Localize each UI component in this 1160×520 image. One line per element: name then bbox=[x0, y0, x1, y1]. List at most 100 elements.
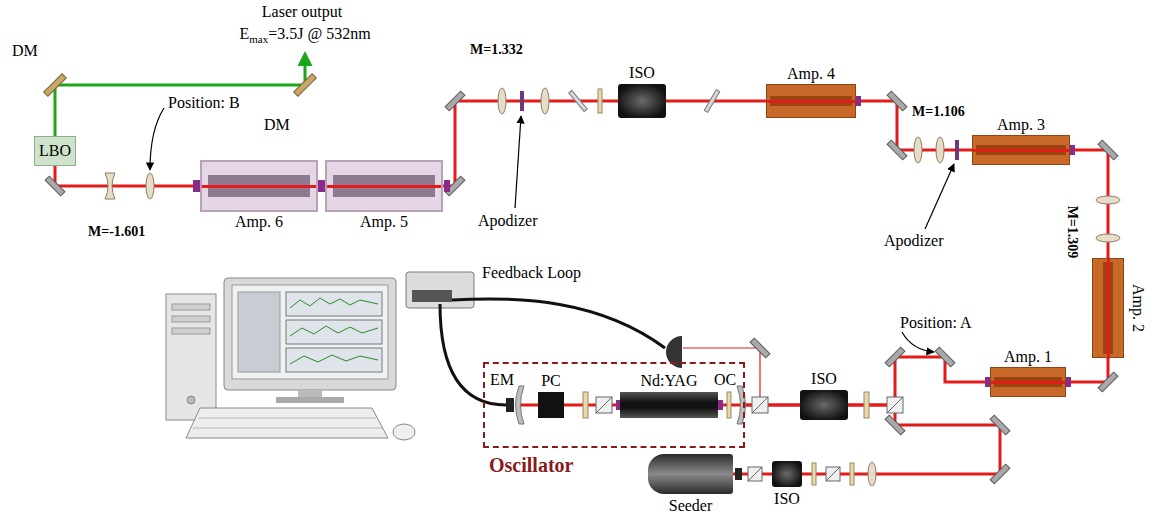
drive-slot bbox=[172, 304, 210, 310]
lens bbox=[541, 88, 549, 114]
drive-slot bbox=[172, 328, 210, 334]
pointer-arrow bbox=[902, 332, 934, 352]
waveplate bbox=[812, 463, 816, 485]
seed-laser: Seeder bbox=[648, 454, 733, 494]
screen bbox=[232, 285, 388, 379]
beam-path bbox=[202, 185, 316, 188]
lbo-crystal: LBO bbox=[34, 136, 76, 166]
rod-cap bbox=[856, 96, 861, 106]
polarizer-cube bbox=[748, 467, 762, 481]
lens bbox=[146, 173, 154, 199]
mirror bbox=[750, 338, 770, 358]
pockels-cell: PC bbox=[538, 392, 564, 418]
control-cable bbox=[440, 304, 506, 405]
keyboard-row bbox=[193, 428, 382, 429]
dichroic-mirror bbox=[44, 74, 67, 97]
mirror bbox=[935, 347, 955, 367]
component-label: Apodizer bbox=[884, 232, 944, 250]
polarizer-cube bbox=[752, 397, 768, 413]
component-label: Apodizer bbox=[478, 212, 538, 230]
isolator: ISO bbox=[800, 390, 848, 420]
amplifier-module: Amp. 3 bbox=[972, 135, 1070, 165]
rod-cap bbox=[444, 180, 450, 192]
mirror bbox=[1098, 140, 1118, 160]
isolator: ISO bbox=[772, 461, 802, 487]
rod-cap bbox=[193, 180, 200, 192]
laser-beam bbox=[856, 101, 972, 150]
monitor bbox=[224, 278, 396, 390]
laser-rod: Nd:YAG bbox=[620, 392, 718, 418]
mirror-label: EM bbox=[490, 371, 514, 389]
mirror bbox=[990, 415, 1010, 435]
tilted-plate bbox=[704, 90, 719, 113]
energy-symbol: E bbox=[239, 25, 249, 42]
pointer-arrow bbox=[925, 164, 954, 229]
polarizer-cube bbox=[826, 467, 840, 481]
beam-path bbox=[973, 149, 1069, 152]
keyboard bbox=[186, 408, 388, 438]
amplifier-module: Amp. 6 bbox=[200, 160, 318, 212]
polarizer-cube bbox=[887, 397, 903, 413]
waveplate bbox=[583, 392, 588, 418]
polarizer-cube bbox=[752, 397, 768, 413]
component-label: Nd:YAG bbox=[641, 372, 698, 390]
polarizer-cube bbox=[887, 397, 903, 413]
apodizer bbox=[520, 91, 524, 111]
beam-path bbox=[1107, 259, 1110, 357]
mirror bbox=[887, 140, 907, 160]
pointer-arrow bbox=[515, 116, 521, 208]
waveplate bbox=[864, 392, 869, 418]
screen-trace bbox=[290, 355, 378, 364]
output-label: Laser output bbox=[262, 3, 342, 21]
group-heading: Oscillator bbox=[489, 454, 573, 476]
mirror bbox=[885, 347, 905, 367]
loop-label: Feedback Loop bbox=[482, 264, 581, 282]
fiber-port bbox=[735, 468, 742, 480]
laser-beam bbox=[443, 101, 618, 186]
laser-beam bbox=[55, 166, 200, 186]
mirror bbox=[45, 176, 65, 196]
screen-trace bbox=[290, 326, 378, 336]
magnification-label: M=1.309 bbox=[1064, 206, 1080, 259]
energy-subscript: max bbox=[249, 33, 268, 45]
keyboard-row bbox=[198, 418, 376, 419]
rod-cap bbox=[1066, 377, 1071, 387]
rod-cap bbox=[1070, 145, 1075, 155]
mirror bbox=[445, 91, 465, 111]
amplifier-module: Amp. 2 bbox=[1092, 258, 1124, 358]
energy-value: =3.5J @ 532nm bbox=[268, 25, 370, 42]
mirror bbox=[990, 464, 1010, 484]
waveplate bbox=[850, 463, 854, 485]
computer-tower bbox=[166, 294, 216, 420]
screen-graph bbox=[286, 292, 382, 316]
waveplate bbox=[598, 89, 602, 113]
amplifier-module: Amp. 4 bbox=[766, 84, 856, 118]
pointer-arrow bbox=[150, 108, 164, 170]
signal-cable bbox=[452, 299, 665, 348]
power-button bbox=[187, 396, 195, 404]
mirror bbox=[885, 415, 905, 435]
crystal-label: LBO bbox=[39, 142, 71, 160]
polarizer-cube bbox=[596, 397, 612, 413]
polarizer-cube bbox=[596, 397, 612, 413]
magnification-label: M=-1.601 bbox=[88, 224, 145, 240]
component-label: PC bbox=[541, 372, 561, 390]
amplifier-label: Amp. 4 bbox=[787, 65, 835, 83]
position-label: Position: A bbox=[900, 314, 972, 332]
screen-graph bbox=[286, 348, 382, 372]
screen-trace bbox=[290, 298, 378, 308]
drive-slot bbox=[172, 316, 210, 322]
amplifier-label: Amp. 3 bbox=[997, 116, 1045, 134]
amplifier-module: Amp. 1 bbox=[990, 367, 1066, 397]
mirror-label: DM bbox=[12, 42, 38, 60]
controller-box bbox=[406, 272, 474, 308]
component-label: ISO bbox=[811, 370, 837, 388]
amplifier-label: Amp. 5 bbox=[360, 213, 408, 231]
beam-path bbox=[327, 185, 441, 188]
component-label: Seeder bbox=[669, 497, 713, 515]
controller-panel bbox=[412, 290, 452, 302]
negative-lens bbox=[105, 173, 115, 199]
amplifier-module: Amp. 5 bbox=[325, 160, 443, 212]
lens bbox=[1096, 234, 1120, 242]
